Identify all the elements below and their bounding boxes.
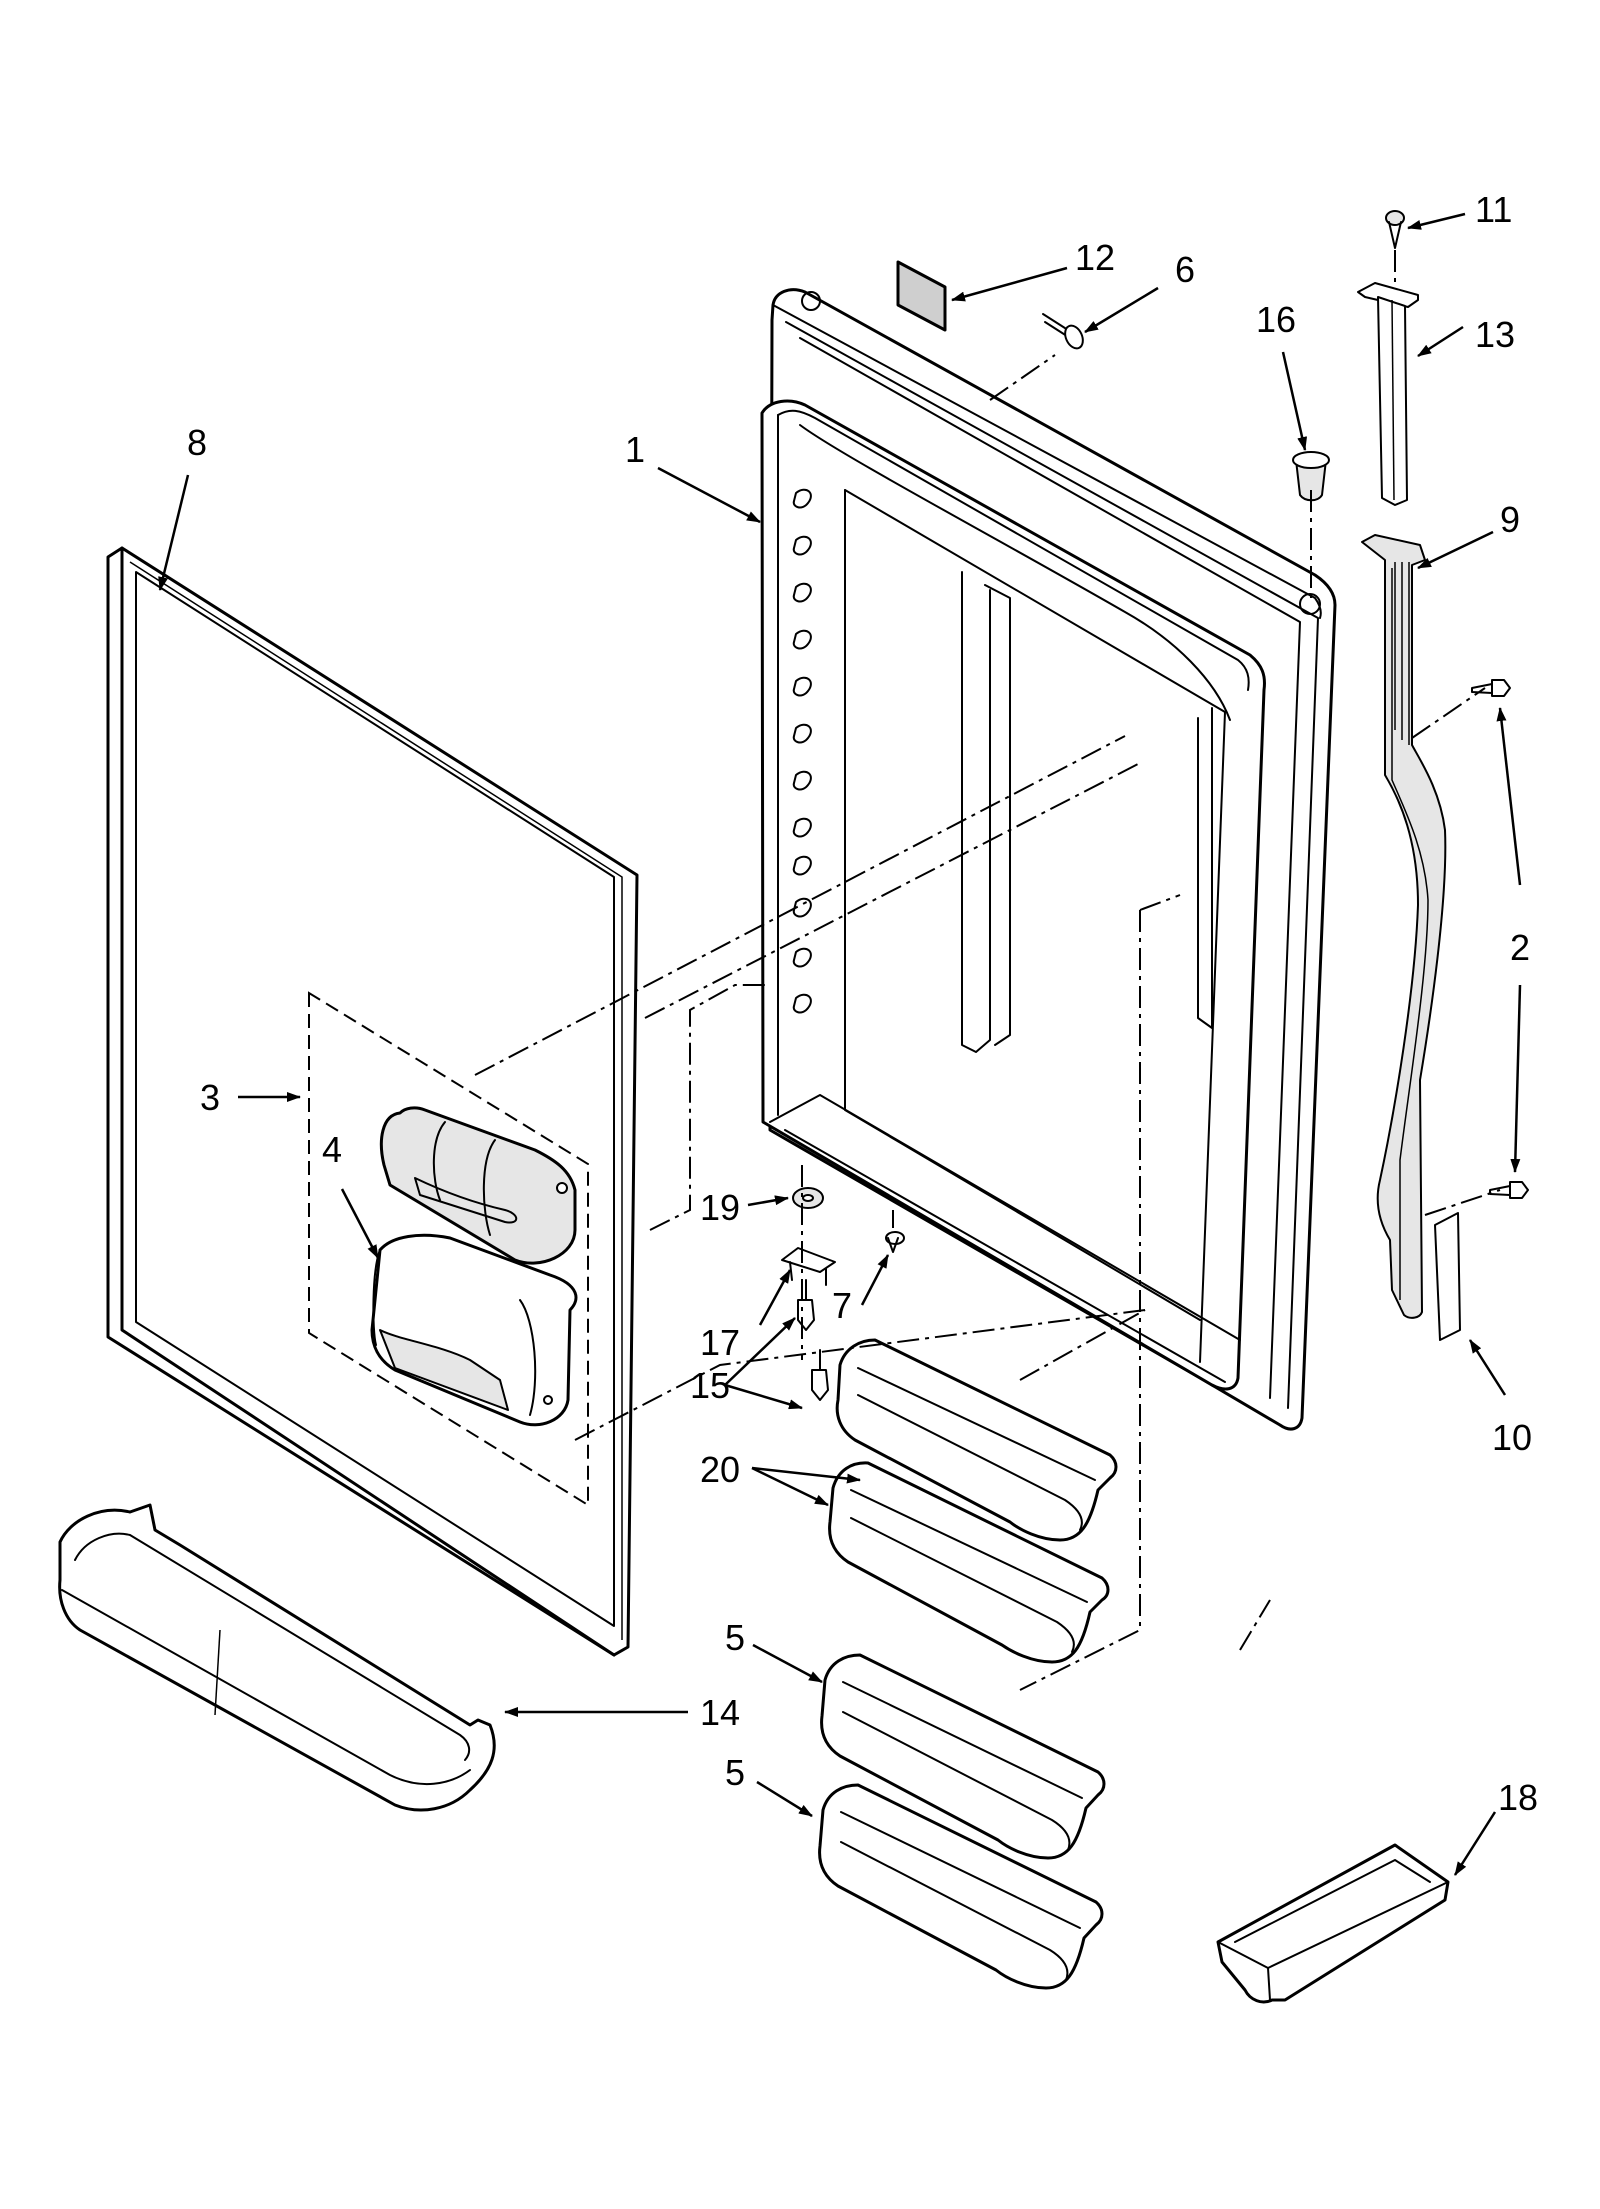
callout-1: 1 (625, 429, 645, 470)
callout-10: 10 (1492, 1417, 1532, 1458)
plug-part-16 (1292, 451, 1330, 502)
door-liner (760, 288, 1337, 1431)
screw-part-7 (885, 1231, 905, 1253)
callout-8: 8 (187, 422, 207, 463)
callout-16: 16 (1256, 299, 1296, 340)
hinge-bracket (1357, 282, 1419, 506)
callout-12: 12 (1075, 237, 1115, 278)
alignment-lines (474, 250, 1501, 1691)
callout-7: 7 (832, 1285, 852, 1326)
label-part (896, 260, 947, 332)
dairy-bin (58, 1503, 496, 1812)
screw-part-11 (1385, 210, 1405, 249)
callout-4: 4 (322, 1129, 342, 1170)
utility-bin (1216, 1843, 1450, 2004)
callout-18: 18 (1498, 1777, 1538, 1818)
assembly-outline-3-4 (308, 991, 589, 1507)
dispenser-cover (379, 1106, 577, 1265)
shelf-studs (792, 488, 812, 1014)
screw-part-6 (1042, 313, 1084, 350)
dispenser-tray (370, 1233, 578, 1427)
callout-17: 17 (700, 1322, 740, 1363)
callout-labels: 1 2 3 4 5 5 6 7 8 9 10 11 12 13 14 15 16… (187, 189, 1538, 1818)
hinge-clip (781, 1247, 836, 1286)
door-handle (1361, 534, 1447, 1319)
callout-14: 14 (700, 1692, 740, 1733)
handle-trim (1434, 1212, 1461, 1341)
callout-6: 6 (1175, 249, 1195, 290)
outer-door-panel (106, 546, 639, 1657)
callout-11: 11 (1475, 189, 1512, 230)
washer (792, 1187, 824, 1209)
door-bins-upper (828, 1338, 1118, 1664)
callout-3: 3 (200, 1077, 220, 1118)
callout-13: 13 (1475, 314, 1515, 355)
callout-2: 2 (1510, 927, 1530, 968)
callout-9: 9 (1500, 499, 1520, 540)
handle-screws (1471, 679, 1529, 1199)
callout-5-lower: 5 (725, 1752, 745, 1793)
callout-19: 19 (700, 1187, 740, 1228)
door-bins-lower (818, 1653, 1106, 1990)
callout-5-upper: 5 (725, 1617, 745, 1658)
leader-arrows (158, 212, 1522, 1876)
callout-15: 15 (690, 1365, 730, 1406)
callout-20: 20 (700, 1449, 740, 1490)
